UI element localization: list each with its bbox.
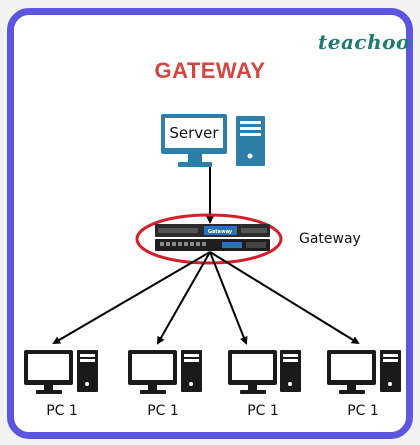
pc-label: PC 1	[247, 403, 279, 419]
pc-icon	[128, 350, 202, 394]
gateway-to-pc1-arrow	[52, 251, 211, 345]
gateway-highlight-ellipse	[135, 213, 283, 265]
server-tower-icon	[236, 116, 265, 166]
gateway-to-pc3-arrow	[209, 251, 248, 345]
pc-label: PC 1	[46, 403, 78, 419]
server-label: Server	[169, 124, 219, 142]
pc-label: PC 1	[147, 403, 179, 419]
gateway-device-text: Gateway	[208, 229, 233, 235]
diagram-title: GATEWAY	[154, 58, 266, 83]
pc-icon	[327, 350, 401, 394]
gateway-to-pc4-arrow	[209, 251, 360, 345]
gateway-device-icon	[155, 224, 270, 251]
server-monitor-icon	[161, 114, 227, 167]
pc-icon	[228, 350, 301, 394]
pc-label: PC 1	[347, 403, 379, 419]
brand-logo: teachoo	[318, 30, 410, 54]
gateway-label: Gateway	[299, 231, 361, 247]
gateway-to-pc2-arrow	[157, 251, 211, 345]
pc-icon	[24, 350, 98, 394]
